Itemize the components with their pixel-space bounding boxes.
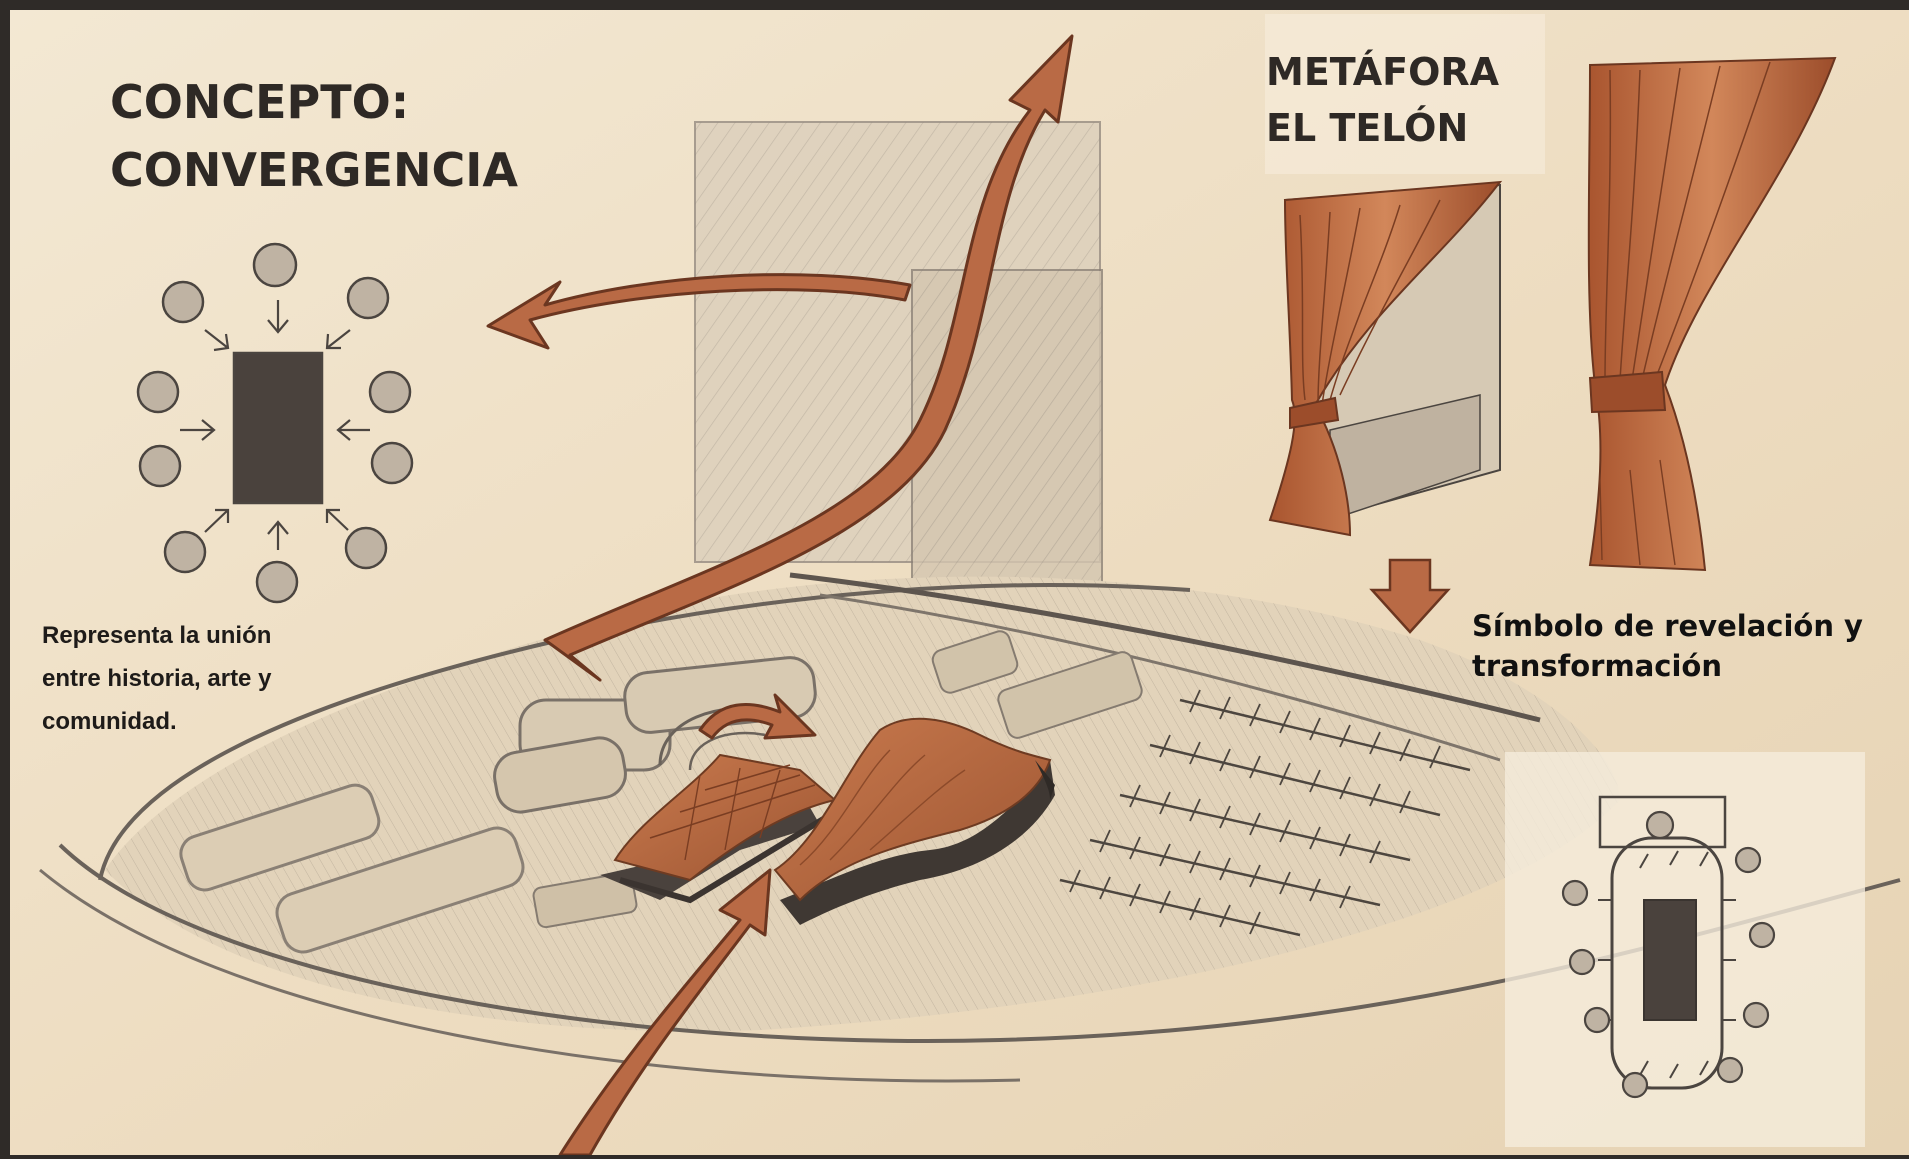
curtain-desc-line-2: transformación [1472,649,1722,683]
curtain-tied-icon [1268,180,1503,537]
flow-arrows [486,34,1074,1157]
left-frame [0,0,10,1155]
convergence-diagram [136,242,414,604]
curtain-desc-line-1: Símbolo de revelación y [1472,609,1863,643]
down-arrow-icon [1369,558,1451,634]
wooden-masses [600,717,1055,925]
bottom-arrow [558,868,772,1157]
s-curve-arrow [543,34,1074,682]
convergence-desc-line-3: comunidad. [42,708,177,735]
concept-title: CONCEPTO: CONVERGENCIA [110,68,518,204]
convergence-description: Representa la unión entre historia, arte… [42,614,342,743]
convergence-desc-line-2: entre historia, arte y [42,665,272,692]
curtain-description: Símbolo de revelación y transformación [1472,606,1892,686]
seating-rows [1059,689,1471,937]
concept-title-line-2: CONVERGENCIA [110,143,518,197]
convergence-desc-line-1: Representa la unión [42,622,272,649]
left-arrow [486,273,912,350]
metaphor-title: METÁFORA EL TELÓN [1266,44,1499,156]
plaza-arrow [698,693,817,740]
top-frame [0,0,1909,10]
plan-diagram-icon [1505,752,1865,1147]
concept-title-line-1: CONCEPTO: [110,75,410,129]
metaphor-title-line-2: EL TELÓN [1266,106,1469,150]
curtain-draped-icon [1587,56,1837,572]
metaphor-title-line-1: METÁFORA [1266,50,1500,94]
